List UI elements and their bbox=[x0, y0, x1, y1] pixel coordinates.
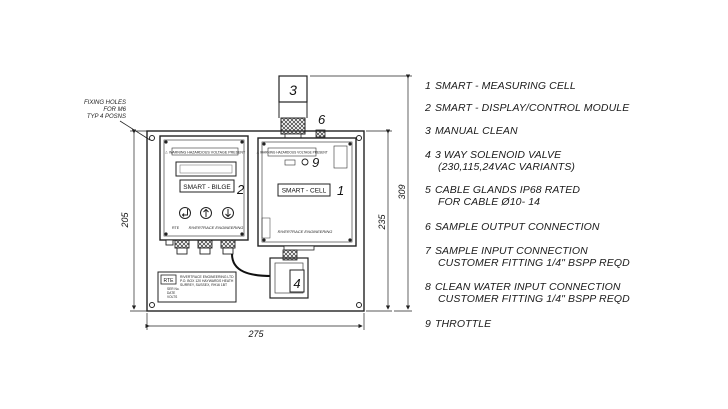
callout-4: 4 bbox=[293, 276, 300, 291]
right-warning-label: ⚠ WARNING HAZARDOUS VOLTAGE PRESENT bbox=[256, 151, 327, 155]
dimension-left-height-label: 205 bbox=[120, 212, 130, 229]
legend-num-2: 2 bbox=[425, 102, 431, 114]
fixing-note-line-1: FIXING HOLES bbox=[84, 100, 126, 106]
legend-num-9: 9 bbox=[425, 318, 431, 330]
nameplate-line-1: RIVERTRACE ENGINEERING LTD bbox=[180, 275, 234, 279]
measuring-cell-module: ⚠ WARNING HAZARDOUS VOLTAGE PRESENT 9 SM… bbox=[256, 137, 357, 251]
fixing-hole-tr bbox=[356, 135, 362, 141]
legend-text-3: MANUAL CLEAN bbox=[434, 125, 518, 137]
cable-glands bbox=[165, 239, 236, 255]
legend-text-4b: (230,115,24VAC VARIANTS) bbox=[438, 161, 576, 173]
backplate bbox=[146, 130, 365, 312]
callout-6: 6 bbox=[318, 112, 326, 127]
legend-text-6: SAMPLE OUTPUT CONNECTION bbox=[434, 221, 600, 233]
fixing-note-line-3: TYP 4 POSNS bbox=[87, 114, 126, 120]
fixing-hole-bl bbox=[149, 302, 155, 308]
legend-num-6: 6 bbox=[425, 221, 431, 233]
callout-3: 3 bbox=[289, 82, 297, 98]
dimension-left-height bbox=[130, 129, 147, 312]
legend-num-8: 8 bbox=[425, 281, 431, 293]
nameplate-field-2: DATE bbox=[167, 291, 175, 295]
nameplate: RTE RIVERTRACE ENGINEERING LTD P.O. BOX … bbox=[157, 271, 237, 303]
display-control-module: ⚠ WARNING HAZARDOUS VOLTAGE PRESENT SMAR… bbox=[159, 135, 249, 241]
right-brand-label: RIVERTRACE ENGINEERING bbox=[278, 229, 333, 234]
dimension-right-height-label: 235 bbox=[377, 214, 387, 231]
dimension-width bbox=[145, 313, 365, 330]
dimension-overall-height-label: 309 bbox=[397, 184, 407, 199]
nameplate-line-2: P.O. BOX 120 HAYWARDS HEATH bbox=[180, 279, 234, 283]
dimension-width-label: 275 bbox=[247, 329, 264, 339]
nameplate-logo: RTE bbox=[164, 278, 175, 284]
fixing-hole-br bbox=[356, 302, 362, 308]
legend-num-5: 5 bbox=[425, 184, 431, 196]
fixing-note-line-2: FOR M6 bbox=[103, 107, 126, 113]
solenoid-cable bbox=[231, 253, 273, 277]
left-warning-label: ⚠ WARNING HAZARDOUS VOLTAGE PRESENT bbox=[165, 151, 246, 155]
display-label: SMART - BILGE bbox=[183, 184, 231, 191]
legend-text-5: CABLE GLANDS IP68 RATED bbox=[434, 184, 581, 196]
legend-text-1: SMART - MEASURING CELL bbox=[434, 80, 576, 92]
legend-text-7: SAMPLE INPUT CONNECTION bbox=[434, 245, 588, 257]
legend-text-8: CLEAN WATER INPUT CONNECTION bbox=[434, 281, 621, 293]
legend-num-3: 3 bbox=[425, 125, 431, 137]
left-brand-label: RIVERTRACE ENGINEERING bbox=[189, 225, 244, 230]
legend-text-9: THROTTLE bbox=[434, 318, 492, 330]
legend-text-8b: CUSTOMER FITTING 1/4" BSPP REQD bbox=[438, 293, 630, 305]
dimension-right-height bbox=[366, 129, 392, 312]
manual-clean-assembly: 3 bbox=[278, 75, 308, 139]
fixing-holes-note: FIXING HOLES FOR M6 TYP 4 POSNS bbox=[84, 100, 127, 120]
legend-num-4: 4 bbox=[425, 149, 431, 161]
enter-arrow-icon bbox=[181, 209, 188, 217]
nameplate-line-3: SURREY, SUSSEX, RH16 1BT bbox=[180, 283, 227, 287]
callout-2: 2 bbox=[236, 182, 245, 197]
solenoid-valve: 4 bbox=[269, 249, 309, 299]
sample-output-fitting bbox=[315, 129, 326, 138]
down-arrow-icon bbox=[225, 209, 231, 218]
legend-num-1: 1 bbox=[425, 80, 431, 92]
legend-text-4: 3 WAY SOLENOID VALVE bbox=[434, 149, 562, 161]
callout-1: 1 bbox=[337, 183, 344, 198]
cell-label: SMART - CELL bbox=[282, 188, 327, 195]
throttle-knob bbox=[301, 158, 309, 166]
legend-text-7b: CUSTOMER FITTING 1/4" BSPP REQD bbox=[438, 257, 630, 269]
nameplate-field-3: VOLTS bbox=[167, 295, 177, 299]
legend-num-7: 7 bbox=[425, 245, 431, 257]
svg-text:RTE: RTE bbox=[172, 226, 180, 230]
callout-9: 9 bbox=[312, 155, 319, 170]
fixing-hole-tl bbox=[149, 135, 155, 141]
legend-text-2: SMART - DISPLAY/CONTROL MODULE bbox=[434, 102, 630, 114]
up-arrow-icon bbox=[203, 208, 209, 217]
nameplate-field-1: SER No. bbox=[167, 287, 180, 291]
fixing-note-leader bbox=[119, 120, 151, 141]
legend-text-5b: FOR CABLE Ø10- 14 bbox=[438, 196, 541, 208]
dimension-overall-height bbox=[310, 74, 412, 312]
